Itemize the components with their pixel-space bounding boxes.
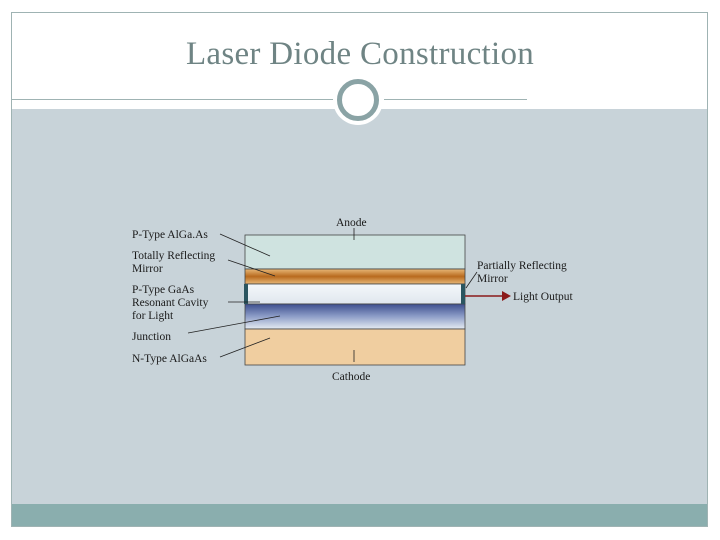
n-type-algaas-layer [244, 328, 466, 366]
leader-p-type-algaas [219, 233, 271, 257]
slide-footer-bar [12, 504, 707, 526]
label-p-type-gaas-1: P-Type GaAs [132, 284, 195, 296]
left-end-mirror [244, 284, 248, 304]
label-partially-reflecting-2: Mirror [477, 273, 508, 285]
divider-circle-ornament [337, 79, 379, 121]
resonant-cavity-layer [244, 283, 466, 305]
p-type-algaas-layer [244, 234, 466, 270]
label-light-output: Light Output [513, 291, 574, 303]
label-p-type-algaas: P-Type AlGa.As [132, 229, 208, 241]
leader-junction [187, 315, 281, 334]
right-end-mirror [461, 284, 465, 304]
laser-diode-diagram: Anode Cathode P-Type AlGa.As Totally Ref… [132, 217, 574, 383]
label-anode: Anode [336, 217, 367, 229]
slide-title: Laser Diode Construction [185, 36, 535, 72]
junction-layer [244, 303, 466, 330]
label-p-type-gaas-2: Resonant Cavity [132, 297, 209, 309]
label-partially-reflecting-1: Partially Reflecting [477, 260, 567, 272]
label-n-type-algaas: N-Type AlGaAs [132, 353, 207, 365]
slide-frame [11, 12, 708, 527]
label-junction: Junction [132, 331, 171, 343]
label-totally-reflecting-1: Totally Reflecting [132, 250, 215, 262]
light-output-arrow-head [502, 291, 511, 301]
leader-n-type [219, 337, 271, 358]
label-cathode: Cathode [332, 371, 370, 383]
label-totally-reflecting-2: Mirror [132, 263, 163, 275]
title-divider-right [384, 99, 527, 100]
leader-totally-reflecting [227, 259, 276, 277]
label-p-type-gaas-3: for Light [132, 310, 174, 322]
leader-partially-reflecting [465, 271, 478, 289]
title-divider-left [11, 99, 336, 100]
totally-reflecting-mirror-layer [244, 268, 466, 285]
